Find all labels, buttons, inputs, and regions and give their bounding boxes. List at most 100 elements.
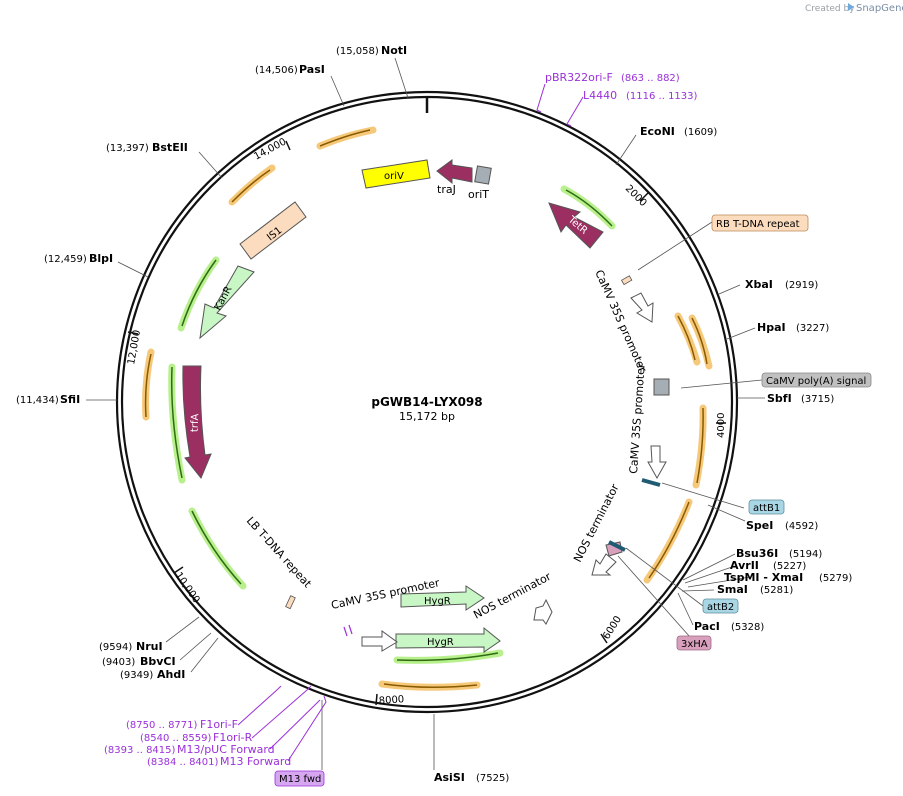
site-paci-name: PacI xyxy=(694,620,720,633)
site-bbvci-pos: (9403) xyxy=(102,657,135,668)
site-noti-name: NotI xyxy=(381,44,407,57)
plasmid-title: pGWB14-LYX098 15,172 bp xyxy=(371,395,482,423)
site-pasi-pos: (14,506) xyxy=(255,65,298,76)
marker-arc-bottom-line xyxy=(396,652,499,662)
m13fwd-box-label: M13 fwd xyxy=(279,774,321,785)
orf-arc-upper-left-line xyxy=(231,169,271,203)
site-econi-pos: (1609) xyxy=(684,127,717,138)
backbone-outer-circle xyxy=(115,90,739,714)
orf-arc-right-1-line xyxy=(677,315,696,361)
orf-arc-right-3-line xyxy=(696,407,704,484)
site-nrui-name: NruI xyxy=(136,640,163,653)
feature-camv-arrow-bottom xyxy=(361,630,398,652)
site-asisi-name: AsiSI xyxy=(434,771,465,784)
feature-polya xyxy=(653,378,670,396)
feature-lb xyxy=(285,595,296,610)
feature-attb2 xyxy=(608,540,626,552)
site-blpi-pos: (12,459) xyxy=(44,254,87,265)
site-sfii-name: SfiI xyxy=(60,393,80,406)
tick-14000 xyxy=(285,140,291,151)
tick-10000 xyxy=(173,566,184,574)
plasmid-length: 15,172 bp xyxy=(399,410,455,423)
primer-l4440-name: L4440 xyxy=(583,89,617,102)
primer-m13puc-name: M13/pUC Forward xyxy=(177,743,275,756)
feature-hygr-2-label: HygR xyxy=(427,637,454,648)
snapgene-credit: Created by SnapGene xyxy=(805,3,903,14)
feature-traj xyxy=(436,159,473,185)
primer-pbr322ori-name: pBR322ori-F xyxy=(545,71,613,84)
site-xbai-name: XbaI xyxy=(745,278,773,291)
site-nrui-pos: (9594) xyxy=(99,642,132,653)
feature-traj-label: traJ xyxy=(437,183,456,196)
lb-label: LB T-DNA repeat xyxy=(244,514,315,590)
feature-orit xyxy=(474,165,492,185)
feature-camv-arrow-right-1 xyxy=(630,292,654,323)
feature-oriv-label: oriV xyxy=(384,171,404,182)
marker-arc-lower-left xyxy=(188,507,247,590)
orf-arc-right-4-line xyxy=(648,501,690,579)
attb2-box xyxy=(702,598,739,614)
tick-label-8000: 8000 xyxy=(378,694,404,707)
primer-mark-bottom xyxy=(343,624,353,637)
credit-prefix: Created by xyxy=(805,4,855,14)
site-blpi-name: BlpI xyxy=(89,252,113,265)
feature-camv-arrow-right-2 xyxy=(647,445,667,480)
snapgene-logo-icon xyxy=(848,3,854,11)
primers: pBR322ori-F (863 .. 882) L4440 (1116 .. … xyxy=(104,71,698,768)
site-ahdi-pos: (9349) xyxy=(120,670,153,681)
ha-box-label: 3xHA xyxy=(681,639,708,650)
site-econi-name: EcoNI xyxy=(640,125,675,138)
marker-arcs xyxy=(168,185,616,664)
site-xbai-pos: (2919) xyxy=(785,280,818,291)
site-avrii-pos: (5227) xyxy=(773,561,806,572)
primer-pbr322ori-pos: (863 .. 882) xyxy=(621,73,680,84)
site-asisi-pos: (7525) xyxy=(476,773,509,784)
site-spei-pos: (4592) xyxy=(785,521,818,532)
tick-12000 xyxy=(127,331,139,335)
site-pasi-name: PasI xyxy=(299,63,325,76)
rb-box-label: RB T-DNA repeat xyxy=(716,219,800,230)
tick-6000 xyxy=(600,633,608,644)
site-sbfi-name: SbfI xyxy=(767,392,792,405)
feature-attb1 xyxy=(641,478,661,487)
feature-hygr-2 xyxy=(395,626,501,653)
attb2-box-label: attB2 xyxy=(707,602,734,613)
site-leaders xyxy=(86,57,765,770)
feature-orit-label: oriT xyxy=(468,188,489,201)
primer-f1orir-pos: (8540 .. 8559) xyxy=(140,733,212,744)
site-bsu36i-name: Bsu36I xyxy=(736,547,778,560)
orf-arc-right-2-line xyxy=(691,317,708,365)
tick-label-4000: 4000 xyxy=(716,413,727,438)
restriction-sites: (15,058) NotI (14,506) PasI (13,397) Bst… xyxy=(16,44,852,784)
ha-box xyxy=(676,635,712,651)
site-ahdi-name: AhdI xyxy=(157,668,185,681)
marker-arc-tetr-line xyxy=(565,189,613,227)
site-tspmi-name: TspMI - XmaI xyxy=(724,571,803,584)
primer-f1orir-name: F1ori-R xyxy=(213,731,253,744)
site-hpai-pos: (3227) xyxy=(796,323,829,334)
plasmid-name: pGWB14-LYX098 xyxy=(371,395,482,409)
site-noti-pos: (15,058) xyxy=(336,46,379,57)
backbone xyxy=(115,90,739,714)
polya-box-label: CaMV poly(A) signal xyxy=(766,376,866,387)
site-bsteii-pos: (13,397) xyxy=(106,143,149,154)
feature-tetr xyxy=(548,202,604,249)
orf-arc-bottom-line xyxy=(383,683,478,688)
feature-rb xyxy=(620,275,633,286)
site-hpai-name: HpaI xyxy=(757,321,786,334)
primer-leaders xyxy=(237,83,584,762)
site-spei-name: SpeI xyxy=(746,519,773,532)
primer-m13fwd-pos: (8384 .. 8401) xyxy=(147,757,219,768)
primer-l4440-pos: (1116 .. 1133) xyxy=(626,91,698,102)
camv-label-right-1: CaMV 35S promoter xyxy=(592,268,649,375)
feature-hygr-1 xyxy=(400,585,485,611)
orf-arc-left-line xyxy=(144,353,152,418)
feature-hygr-1-label: HygR xyxy=(424,596,451,607)
site-bsteii-name: BstEII xyxy=(152,141,188,154)
site-smai-pos: (5281) xyxy=(760,585,793,596)
tick-label-10000: 10,000 xyxy=(173,570,202,605)
boxed-labels: RB T-DNA repeat CaMV poly(A) signal attB… xyxy=(274,214,872,787)
primer-m13puc-pos: (8393 .. 8415) xyxy=(104,745,176,756)
marker-arc-left-line xyxy=(170,366,183,479)
